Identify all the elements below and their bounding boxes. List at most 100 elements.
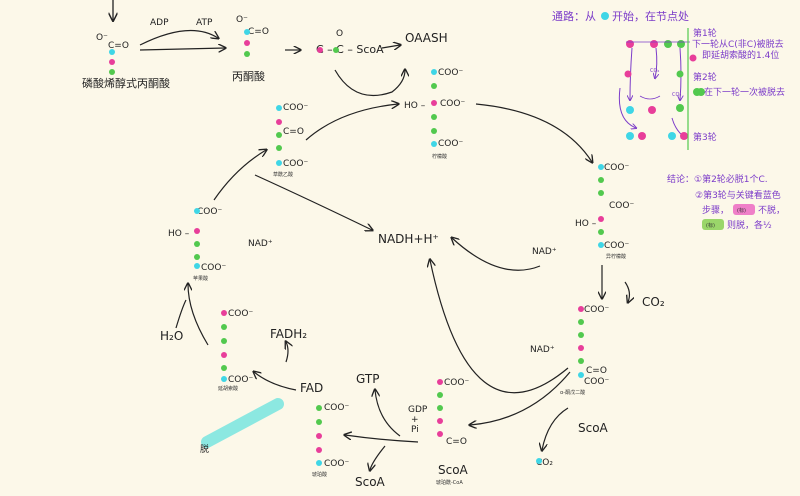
arrow-acetyl-oaash (381, 45, 400, 48)
svg-text:丙酮酸: 丙酮酸 (232, 69, 265, 83)
svg-text:C – C – ScoA: C – C – ScoA (316, 43, 384, 56)
arrow-fadh2 (286, 342, 288, 363)
fumarate: COO⁻ COO⁻ 延胡索酸 (218, 309, 253, 392)
svg-text:(标): (标) (706, 222, 715, 229)
svg-text:COO⁻: COO⁻ (228, 309, 253, 319)
arrow-scoa-out (370, 445, 386, 470)
svg-text:COO⁻: COO⁻ (609, 201, 634, 211)
arrow-co2-out-1 (624, 281, 629, 302)
svg-text:COO⁻: COO⁻ (228, 375, 253, 385)
svg-text:CO₂: CO₂ (672, 92, 681, 98)
arrow-malate-oaa (213, 150, 266, 201)
svg-text:HO –: HO – (575, 219, 597, 229)
svg-text:不脱，: 不脱， (758, 204, 785, 216)
svg-text:O⁻: O⁻ (236, 15, 248, 25)
svg-text:COO⁻: COO⁻ (444, 378, 469, 388)
svg-text:ScoA: ScoA (578, 421, 609, 435)
svg-text:ScoA: ScoA (355, 475, 386, 489)
highlight-pink (733, 204, 755, 215)
arrow-co2-out-2 (542, 407, 569, 450)
svg-text:延胡索酸: 延胡索酸 (218, 385, 238, 392)
svg-text:(标): (标) (737, 207, 746, 214)
arrow-nad-to-nadh-right (452, 238, 541, 271)
svg-text:COO⁻: COO⁻ (604, 241, 629, 251)
arrow-acetyl-into-cycle (334, 70, 405, 97)
atom-pink (317, 47, 323, 53)
atom-pink (244, 40, 250, 46)
svg-text:C=O: C=O (586, 366, 607, 376)
highlight-green (702, 219, 724, 230)
arrow-oaa-citrate (305, 104, 398, 141)
svg-text:第1轮: 第1轮 (693, 27, 717, 39)
svg-text:磷酸烯醇式丙酮酸: 磷酸烯醇式丙酮酸 (82, 76, 170, 90)
svg-text:HO –: HO – (168, 229, 190, 239)
arrow-akg-succinylcoa (470, 371, 571, 425)
arrow-adp-atp (139, 29, 218, 46)
svg-text:O⁻: O⁻ (96, 33, 108, 43)
atom-green (333, 47, 339, 53)
svg-text:第2轮: 第2轮 (693, 71, 717, 83)
svg-text:下一轮从C(非C)被脱去: 下一轮从C(非C)被脱去 (692, 38, 784, 50)
svg-text:C=O: C=O (283, 127, 304, 137)
svg-text:COO⁻: COO⁻ (197, 207, 222, 217)
svg-text:COO⁻: COO⁻ (438, 68, 463, 78)
atom-cyan (109, 49, 115, 55)
atom-green (244, 51, 250, 57)
atom-cyan (601, 12, 609, 20)
malate: COO⁻ HO – COO⁻ 苹果酸 (168, 207, 226, 282)
svg-text:则脱，各½: 则脱，各½ (727, 219, 772, 231)
arrow-succinate-fumarate (254, 372, 297, 391)
svg-text:C=O: C=O (446, 437, 467, 447)
notes-panel: 通路：从 开始，在节点处 CO₂ CO₂ (552, 9, 785, 231)
svg-text:+: + (411, 415, 419, 425)
svg-text:NAD⁺: NAD⁺ (530, 345, 555, 355)
svg-text:H₂O: H₂O (160, 329, 183, 343)
svg-text:ATP: ATP (196, 18, 213, 28)
svg-text:步骤，: 步骤， (702, 205, 729, 216)
citrate: COO⁻ HO – COO⁻ COO⁻ 柠檬酸 (404, 68, 465, 160)
svg-text:结论：①第2轮必脱1个C.: 结论：①第2轮必脱1个C. (667, 173, 768, 185)
svg-text:在下一轮一次被脱去: 在下一轮一次被脱去 (704, 86, 785, 98)
atom-green (109, 69, 115, 75)
svg-text:Pi: Pi (411, 425, 419, 435)
svg-text:异柠檬酸: 异柠檬酸 (606, 253, 626, 260)
oxaloacetate: COO⁻ C=O COO⁻ 草酰乙酸 (273, 103, 308, 178)
alpha-ketoglutarate: COO⁻ C=O COO⁻ α-酮戊二酸 (560, 305, 609, 396)
svg-text:开始，在节点处: 开始，在节点处 (612, 9, 689, 23)
svg-text:HO –: HO – (404, 101, 426, 111)
svg-text:NAD⁺: NAD⁺ (532, 247, 557, 257)
svg-text:COO⁻: COO⁻ (604, 163, 629, 173)
svg-text:α-酮戊二酸: α-酮戊二酸 (560, 389, 585, 396)
svg-text:O: O (336, 29, 343, 39)
svg-text:OAASH: OAASH (405, 31, 448, 45)
arrow-nad-to-nadh-left (254, 174, 372, 230)
svg-text:FAD: FAD (300, 381, 323, 395)
svg-text:ScoA: ScoA (438, 463, 469, 477)
svg-text:②第3轮与关键看蓝色: ②第3轮与关键看蓝色 (695, 189, 781, 201)
svg-text:第3轮: 第3轮 (693, 131, 717, 143)
succinyl-coa: COO⁻ C=O ScoA 琥珀酰-CoA (436, 378, 469, 486)
isocitrate: COO⁻ COO⁻ HO – COO⁻ 异柠檬酸 (575, 163, 634, 260)
succinate: COO⁻ COO⁻ 琥珀酸 (312, 403, 349, 478)
svg-text:COO⁻: COO⁻ (283, 159, 308, 169)
svg-text:草酰乙酸: 草酰乙酸 (273, 171, 293, 178)
arrow-nad-to-nadh-bottom (430, 260, 569, 394)
svg-text:CO₂: CO₂ (650, 68, 659, 74)
svg-text:柠檬酸: 柠檬酸 (432, 153, 447, 160)
arrow-succinylcoa-succinate (345, 435, 419, 443)
svg-text:COO⁻: COO⁻ (440, 99, 465, 109)
svg-text:COO⁻: COO⁻ (324, 403, 349, 413)
cyan-highlight-stroke (201, 398, 284, 448)
svg-text:NADH+H⁺: NADH+H⁺ (378, 232, 439, 246)
atom-cyan (244, 29, 250, 35)
svg-text:NAD⁺: NAD⁺ (248, 239, 273, 249)
svg-text:COO⁻: COO⁻ (283, 103, 308, 113)
svg-text:GTP: GTP (356, 372, 379, 386)
svg-text:ADP: ADP (150, 18, 169, 28)
svg-text:CO₂: CO₂ (536, 458, 553, 468)
svg-text:通路：从: 通路：从 (552, 10, 596, 23)
pyruvate: O⁻ C=O 丙酮酸 (232, 15, 269, 83)
svg-text:即延胡索酸的1.4位: 即延胡索酸的1.4位 (702, 49, 779, 61)
